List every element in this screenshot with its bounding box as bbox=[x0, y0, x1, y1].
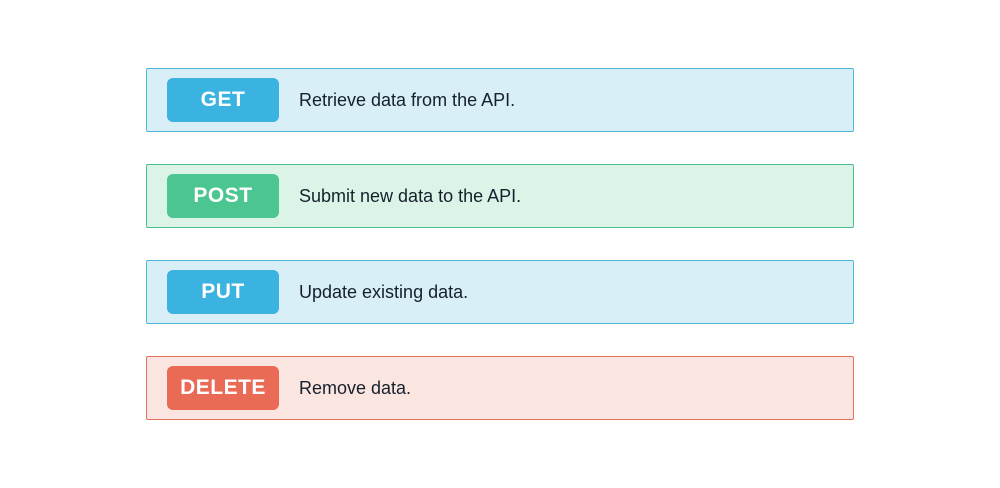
get-method-description: Retrieve data from the API. bbox=[299, 89, 516, 110]
delete-method-badge: DELETE bbox=[167, 366, 279, 410]
http-methods-list: GET Retrieve data from the API. POST Sub… bbox=[146, 68, 854, 420]
get-method-badge: GET bbox=[167, 78, 279, 122]
method-row-delete: DELETE Remove data. bbox=[146, 356, 854, 420]
put-method-badge: PUT bbox=[167, 270, 279, 314]
post-method-description: Submit new data to the API. bbox=[299, 185, 522, 206]
method-row-get: GET Retrieve data from the API. bbox=[146, 68, 854, 132]
put-method-description: Update existing data. bbox=[299, 281, 469, 302]
method-row-put: PUT Update existing data. bbox=[146, 260, 854, 324]
method-row-post: POST Submit new data to the API. bbox=[146, 164, 854, 228]
delete-method-description: Remove data. bbox=[299, 377, 412, 398]
post-method-badge: POST bbox=[167, 174, 279, 218]
